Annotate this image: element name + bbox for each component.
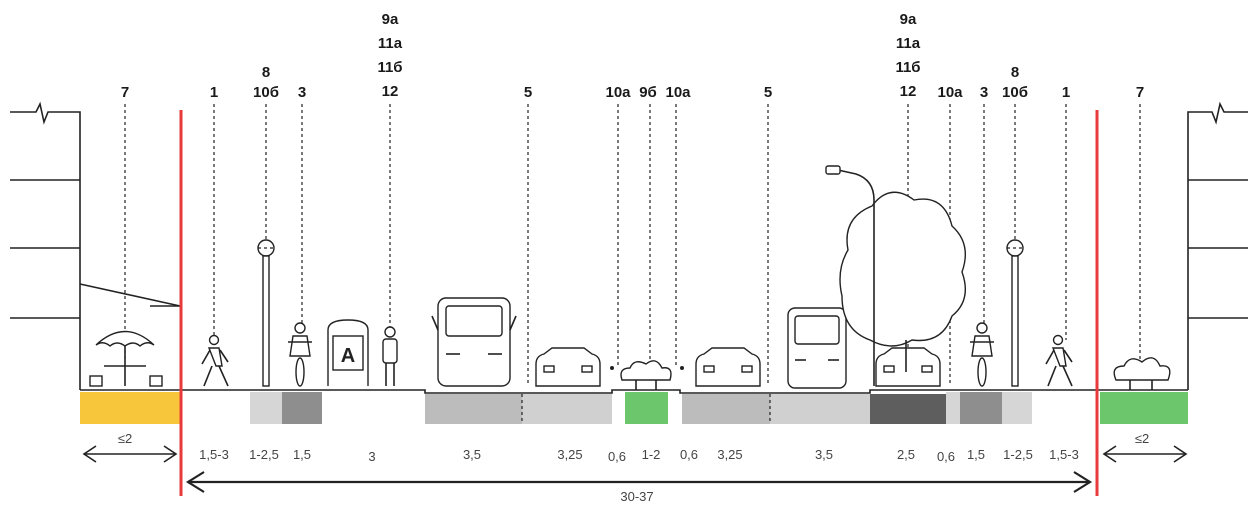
- bollard-icon-right: [680, 366, 684, 370]
- marker-labels: 7 1 8 10б 3 9a 11a 11б 12 5 10a 9б 10a 5…: [121, 11, 1144, 101]
- bike-lane-left: [282, 392, 322, 424]
- pedestrian-icon-left: [201, 334, 229, 387]
- cyclist-icon-right: [970, 322, 994, 387]
- cafe-awning: [79, 283, 181, 307]
- dimension-labels: ≤2 1,5-3 1-2,5 1,5 3 3,5 3,25 0,6 1-2 0,…: [118, 431, 1149, 504]
- bus-stop-sign-letter: A: [341, 345, 355, 367]
- dim-lane-2: 3,25: [557, 447, 582, 462]
- cafe-umbrella-icon: [89, 330, 163, 387]
- marker-11a-left: 11a: [378, 35, 403, 52]
- sidewalk-band-right-1: [946, 392, 960, 424]
- marker-11b-right: 11б: [895, 59, 920, 76]
- cafe-zone: [80, 392, 180, 424]
- marker-10a-2: 10a: [665, 84, 691, 101]
- marker-9a-right: 9a: [900, 11, 917, 28]
- green-zone-right: [1100, 392, 1188, 424]
- marker-10a-3: 10a: [937, 84, 963, 101]
- parking-lane: [870, 394, 946, 424]
- lane-left-2: [522, 394, 612, 424]
- dim-sep-2: 0,6: [680, 447, 698, 462]
- zone-bands: [80, 392, 1188, 424]
- marker-8-left: 8: [262, 64, 270, 81]
- dim-lane-1: 3,5: [463, 447, 481, 462]
- marker-10a-1: 10a: [605, 84, 631, 101]
- dim-cafe: ≤2: [118, 431, 132, 446]
- dim-green-right: ≤2: [1135, 431, 1149, 446]
- shrub-icon-median: [620, 360, 672, 390]
- dim-sep-1: 0,6: [608, 449, 626, 464]
- marker-7-right: 7: [1136, 84, 1144, 101]
- ground-line: [80, 389, 1188, 394]
- lamp-icon-left: [257, 239, 275, 387]
- car-icon-2: [695, 347, 761, 387]
- marker-12-left: 12: [382, 83, 399, 100]
- cyclist-icon-left: [288, 322, 312, 387]
- median-green: [625, 392, 668, 424]
- dim-lane-4: 3,5: [815, 447, 833, 462]
- bus-icon-left: [431, 297, 517, 387]
- bus-icon-right: [787, 307, 847, 389]
- dimension-arrows: [82, 445, 1188, 493]
- dim-lamp-right: 1-2,5: [1003, 447, 1033, 462]
- dim-bike-right: 1,5: [967, 447, 985, 462]
- marker-9b: 9б: [639, 84, 657, 101]
- dim-stop: 3: [368, 449, 375, 464]
- marker-3-right: 3: [980, 84, 988, 101]
- marker-8-right: 8: [1011, 64, 1019, 81]
- marker-10b-right: 10б: [1002, 84, 1028, 101]
- marker-5-left: 5: [524, 84, 532, 101]
- marker-10b-left: 10б: [253, 84, 279, 101]
- dim-sidewalk-right: 1,5-3: [1049, 447, 1079, 462]
- dim-sidewalk-left: 1,5-3: [199, 447, 229, 462]
- right-building: [1187, 101, 1248, 390]
- pedestrian-icon-right: [1045, 334, 1073, 387]
- marker-1-left: 1: [210, 84, 218, 101]
- marker-7-left: 7: [121, 84, 129, 101]
- bollard-icon-left: [610, 366, 614, 370]
- marker-11a-right: 11a: [896, 35, 921, 52]
- sidewalk-band-left: [250, 392, 282, 424]
- bike-lane-right: [960, 392, 1002, 424]
- dim-sep-3: 0,6: [937, 449, 955, 464]
- dim-parking: 2,5: [897, 447, 915, 462]
- marker-11b-left: 11б: [377, 59, 402, 76]
- marker-5-right: 5: [764, 84, 772, 101]
- marker-3-left: 3: [298, 84, 306, 101]
- dim-bike-left: 1,5: [293, 447, 311, 462]
- sidewalk-band-right-2: [1002, 392, 1032, 424]
- waiting-person-icon: [382, 326, 398, 386]
- bus-stop-icon: A: [327, 319, 369, 386]
- dim-lamp-left: 1-2,5: [249, 447, 279, 462]
- dim-lane-3: 3,25: [717, 447, 742, 462]
- marker-1-right: 1: [1062, 84, 1070, 101]
- dim-total: 30-37: [620, 489, 653, 504]
- lane-left-1: [425, 394, 522, 424]
- tall-lamp-icon: [825, 165, 875, 386]
- shrub-icon-right: [1113, 357, 1171, 390]
- lane-right-2: [770, 394, 870, 424]
- tree-icon: [839, 191, 966, 372]
- marker-12-right: 12: [900, 83, 917, 100]
- car-icon-3: [875, 347, 941, 387]
- marker-9a-left: 9a: [382, 11, 399, 28]
- dim-median: 1-2: [642, 447, 661, 462]
- left-building: [10, 101, 81, 390]
- car-icon-1: [535, 347, 601, 387]
- lamp-icon-right: [1006, 239, 1024, 387]
- lane-right-1: [682, 394, 770, 424]
